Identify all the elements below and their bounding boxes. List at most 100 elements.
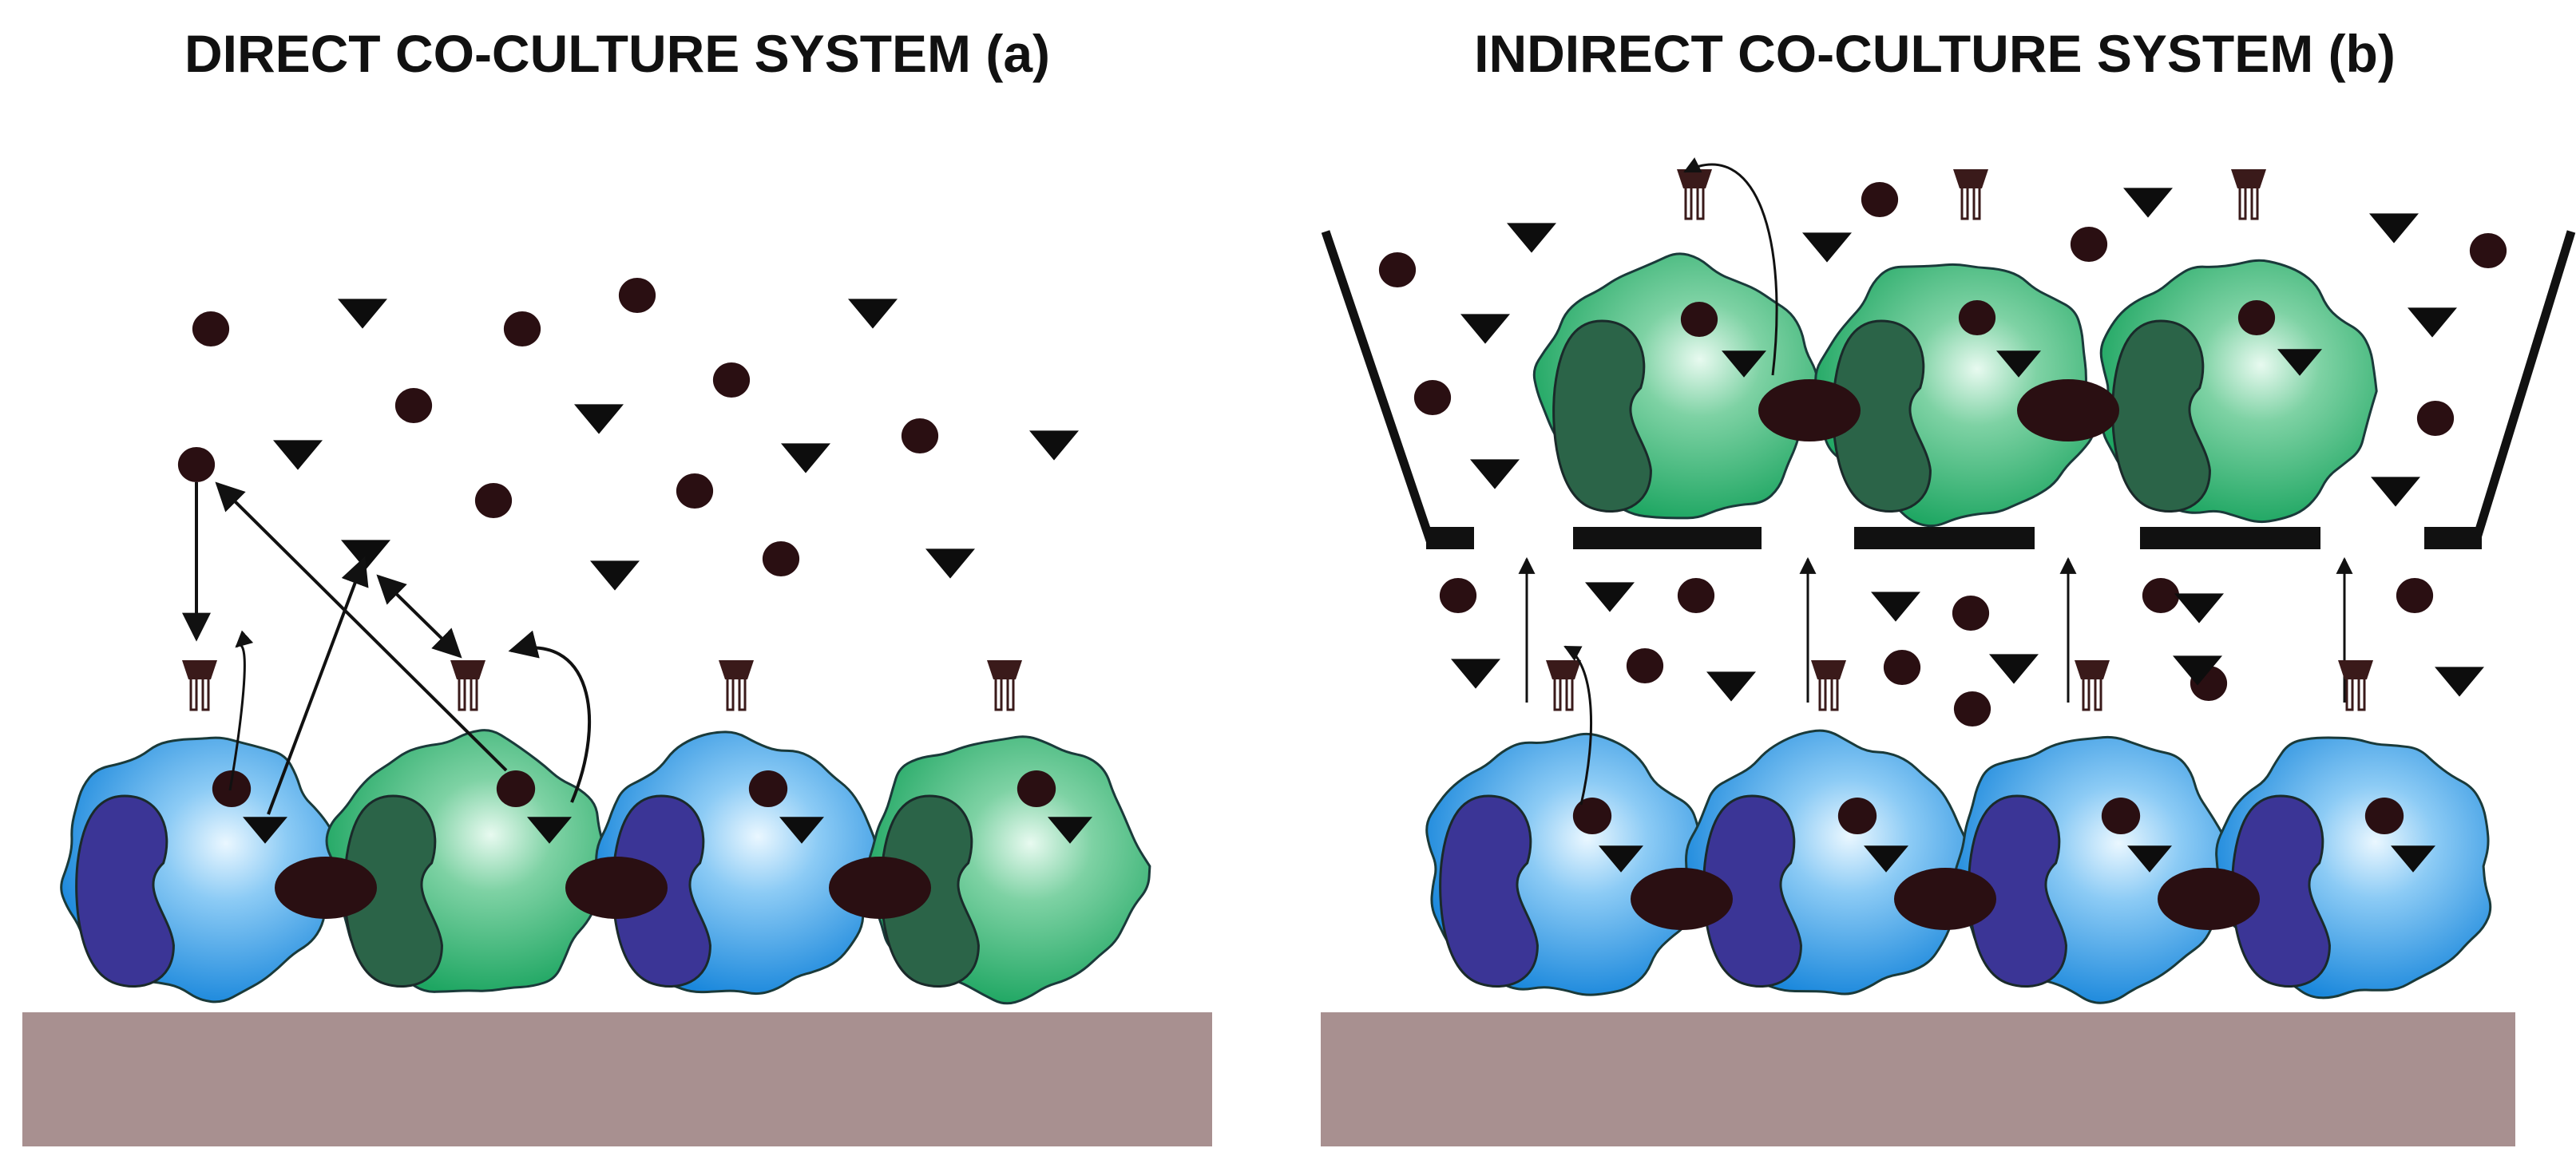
- junction-icon: [2158, 868, 2260, 930]
- receptor-stalk: [1006, 676, 1015, 711]
- triangle-particle-icon: [1989, 654, 2039, 684]
- signal-arrow: [215, 481, 508, 772]
- receptor-icon: [182, 660, 217, 711]
- receptor-head: [1546, 660, 1581, 679]
- signal-arrow: [267, 556, 369, 815]
- sphere-particle-icon: [2101, 798, 2141, 834]
- receptor-icon: [2338, 660, 2373, 711]
- cell-nucleus: [1832, 319, 1932, 513]
- triangle-particle-icon: [2123, 188, 2173, 218]
- triangle-particle-icon: [1996, 350, 2041, 378]
- cell-nucleus: [343, 794, 443, 988]
- receptor-stalk: [738, 676, 747, 711]
- receptor-head: [2075, 660, 2110, 679]
- porous-membrane-segment: [2424, 527, 2482, 549]
- receptor-icon: [2075, 660, 2110, 711]
- cell-nucleus: [2231, 794, 2331, 988]
- porous-membrane-segment: [1573, 527, 1762, 549]
- sphere-particle-icon: [1861, 182, 1899, 217]
- autocrine-arrow: [1683, 157, 1778, 376]
- triangle-particle-icon: [1029, 430, 1079, 461]
- triangle-particle-icon: [1460, 314, 1510, 344]
- receptor-icon: [1953, 169, 1988, 220]
- receptor-stalk: [1818, 676, 1827, 711]
- insert-wall-right: [2471, 230, 2576, 544]
- cell-nucleus: [1439, 794, 1539, 988]
- junction-icon: [275, 857, 377, 919]
- sphere-particle-icon: [618, 278, 656, 313]
- cell-nucleus: [1702, 794, 1802, 988]
- receptor-stalk: [189, 676, 198, 711]
- blue-cell: [1425, 732, 1706, 996]
- green-cell: [325, 729, 612, 993]
- triangle-particle-icon: [1722, 350, 1766, 378]
- porous-membrane-segment: [1426, 527, 1474, 549]
- triangle-particle-icon: [2408, 307, 2457, 338]
- cell-nucleus: [1968, 794, 2067, 988]
- receptor-head: [450, 660, 485, 679]
- receptor-icon: [987, 660, 1022, 711]
- sphere-particle-icon: [2416, 401, 2455, 436]
- substrate-base-a: [22, 1012, 1212, 1146]
- sphere-particle-icon: [1680, 302, 1718, 337]
- receptor-stalk: [2082, 676, 2091, 711]
- green-cell: [1532, 252, 1821, 520]
- sphere-particle-icon: [762, 541, 800, 576]
- sphere-particle-icon: [676, 473, 714, 509]
- sphere-particle-icon: [1837, 798, 1877, 834]
- sphere-particle-icon: [1626, 648, 1664, 683]
- receptor-stalk: [1830, 676, 1839, 711]
- receptor-stalk: [2250, 185, 2259, 220]
- triangle-particle-icon: [2369, 213, 2419, 243]
- green-cell: [2099, 259, 2378, 524]
- triangle-particle-icon: [781, 443, 830, 473]
- porous-membrane-segment: [2140, 527, 2320, 549]
- triangle-particle-icon: [1802, 232, 1852, 263]
- receptor-stalk: [1960, 185, 1969, 220]
- triangle-particle-icon: [574, 404, 624, 434]
- junction-icon: [1758, 379, 1861, 441]
- triangle-particle-icon: [243, 817, 287, 844]
- blue-cell: [2215, 736, 2492, 1000]
- receptor-stalk: [458, 676, 466, 711]
- receptor-stalk: [726, 676, 735, 711]
- receptor-head: [1953, 169, 1988, 188]
- triangle-particle-icon: [925, 548, 975, 579]
- blue-cell: [1685, 729, 1968, 996]
- triangle-particle-icon: [2174, 593, 2224, 624]
- triangle-particle-icon: [341, 540, 390, 570]
- porous-membrane-segment: [1854, 527, 2035, 549]
- triangle-particle-icon: [1507, 223, 1556, 253]
- green-cell: [1814, 263, 2095, 528]
- triangle-particle-icon: [590, 560, 640, 591]
- insert-wall-left: [1321, 230, 1436, 544]
- sphere-particle-icon: [748, 770, 788, 807]
- sphere-particle-icon: [1953, 691, 1991, 726]
- junction-icon: [1631, 868, 1733, 930]
- triangle-particle-icon: [2173, 655, 2222, 686]
- receptor-stalk: [994, 676, 1003, 711]
- sphere-particle-icon: [2396, 578, 2434, 613]
- receptor-stalk: [201, 676, 210, 711]
- sphere-particle-icon: [177, 447, 216, 482]
- receptor-head: [182, 660, 217, 679]
- sphere-particle-icon: [1572, 798, 1612, 834]
- receptor-stalk: [470, 676, 478, 711]
- receptor-icon: [1811, 660, 1846, 711]
- autocrine-arrow: [1563, 645, 1593, 806]
- sphere-particle-icon: [474, 483, 513, 518]
- triangle-particle-icon: [2435, 667, 2484, 697]
- direct-co-culture-title: DIRECT CO-CULTURE SYSTEM (a): [184, 24, 1051, 83]
- sphere-particle-icon: [2070, 227, 2108, 262]
- sphere-particle-icon: [2142, 578, 2180, 613]
- sphere-particle-icon: [1883, 650, 1921, 685]
- sphere-particle-icon: [2469, 233, 2507, 268]
- triangle-particle-icon: [273, 440, 323, 470]
- blue-cell: [60, 736, 347, 1004]
- triangle-particle-icon: [1599, 845, 1643, 873]
- receptor-stalk: [2345, 676, 2354, 711]
- sphere-particle-icon: [2237, 300, 2276, 335]
- sphere-particle-icon: [1378, 252, 1417, 287]
- receptor-stalk: [1553, 676, 1562, 711]
- triangle-particle-icon: [1706, 671, 1756, 702]
